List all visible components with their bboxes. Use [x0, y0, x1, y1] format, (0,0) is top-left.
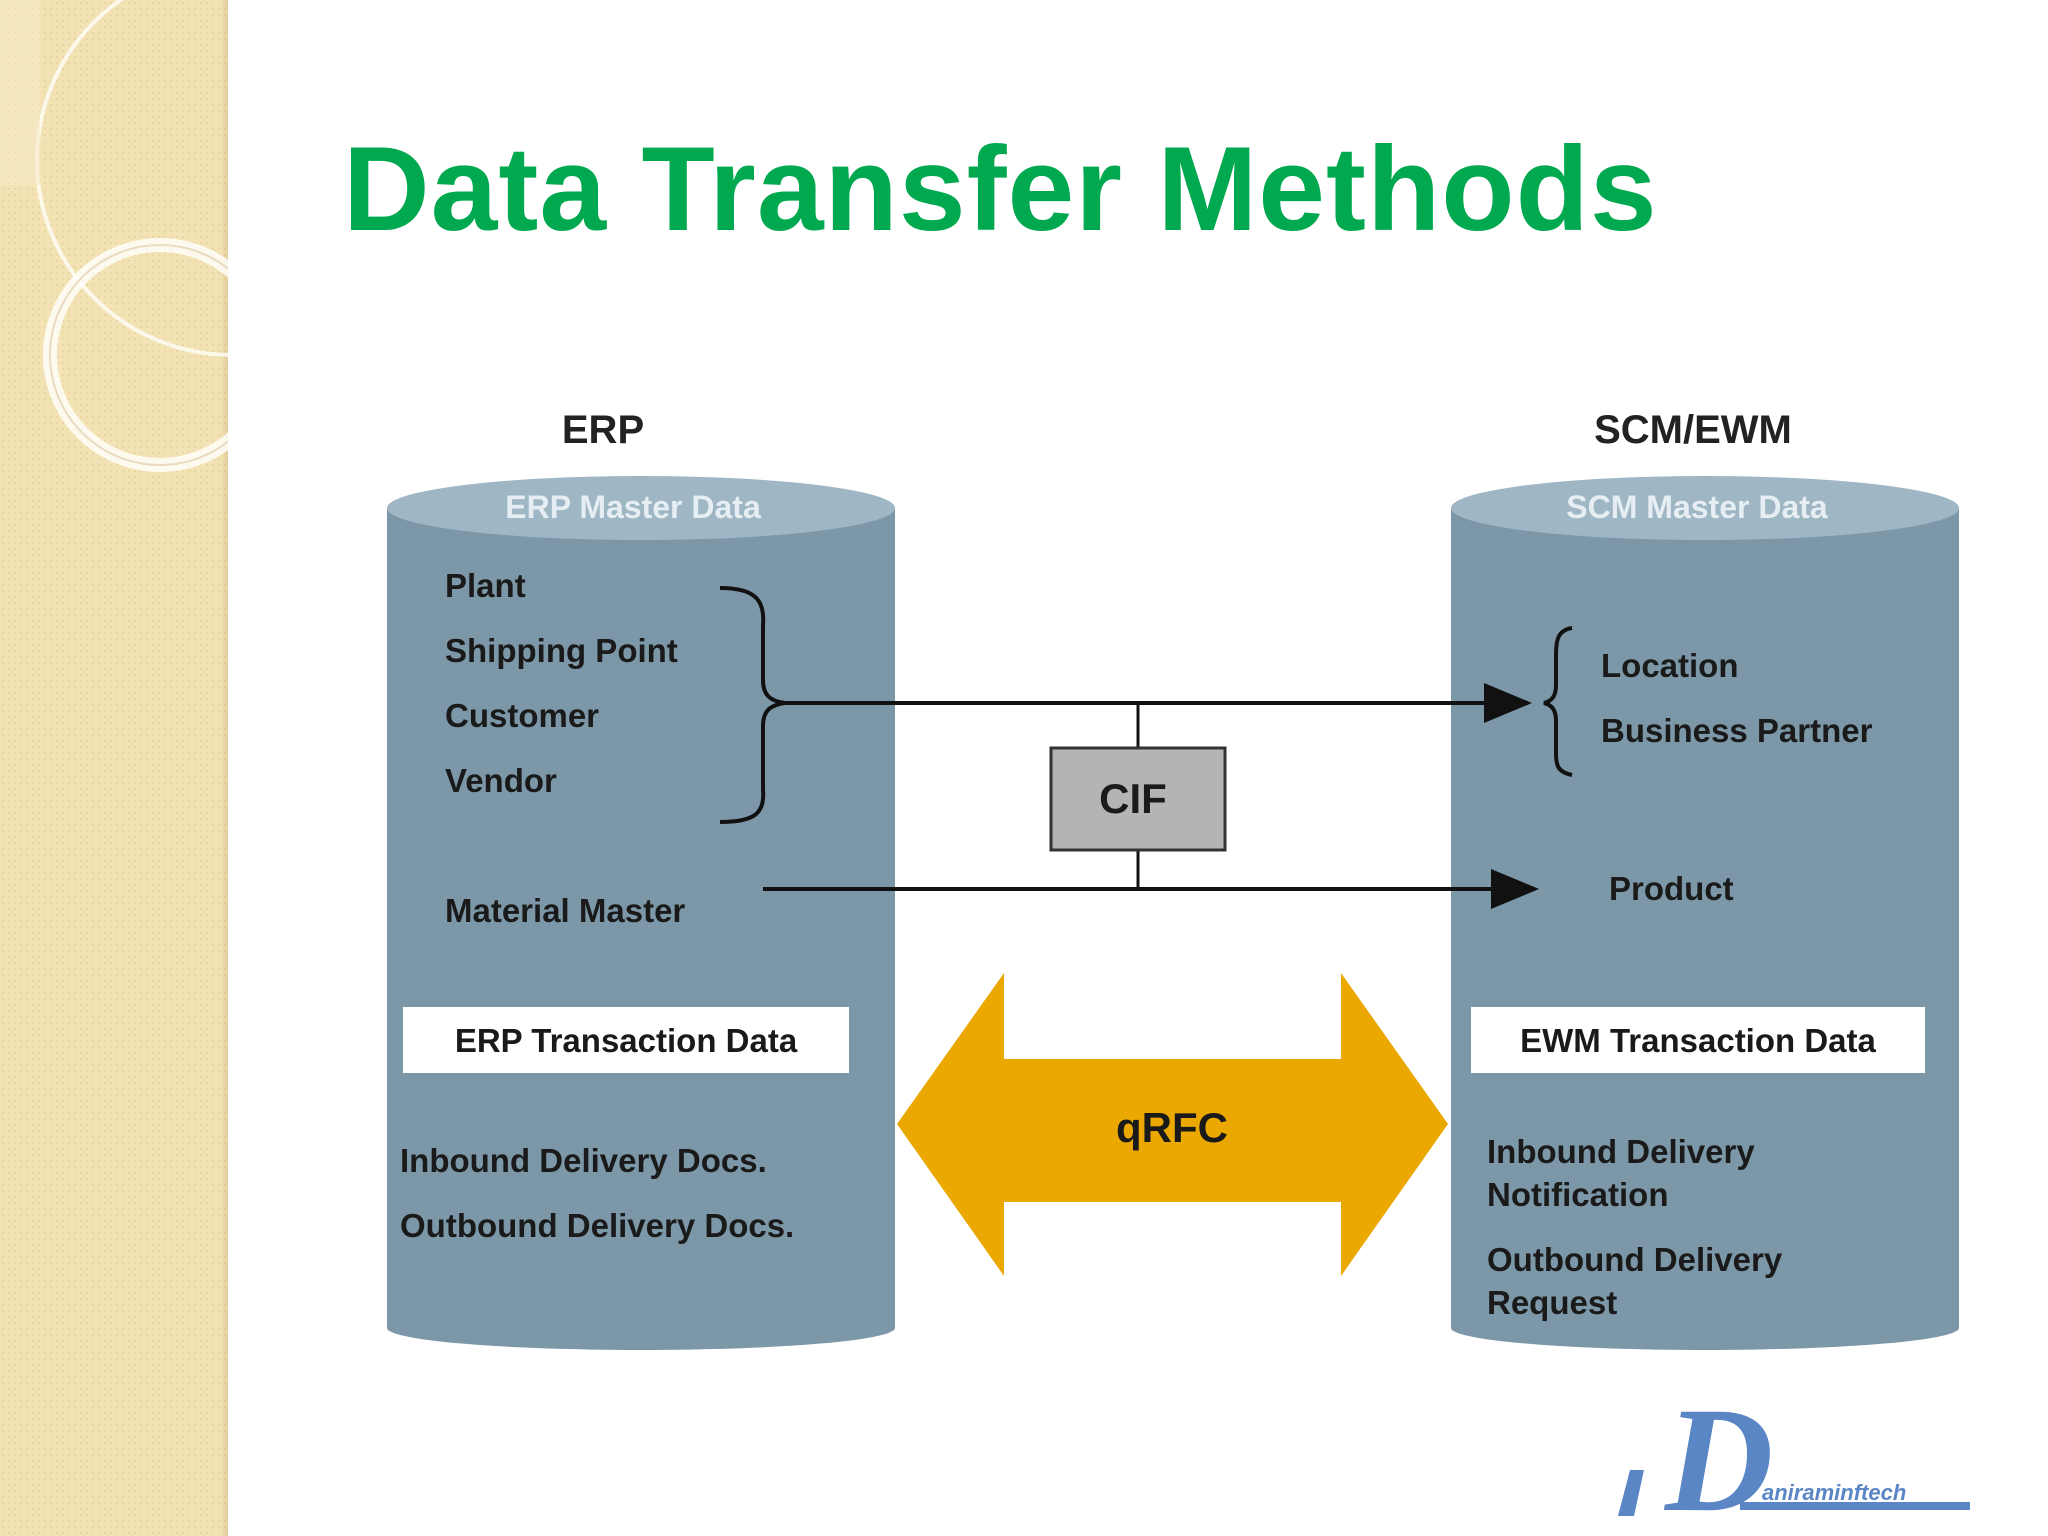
cif-label: CIF — [1099, 775, 1167, 822]
ewm-transaction-box — [1471, 1007, 1925, 1073]
erp-item-vendor: Vendor — [445, 762, 557, 799]
scm-cylinder-top — [1451, 476, 1959, 540]
cif-box — [1049, 746, 1227, 852]
erp-doc-inbound: Inbound Delivery Docs. — [400, 1142, 767, 1179]
erp-item-material-master: Material Master — [445, 892, 685, 929]
ewm-transaction-label: EWM Transaction Data — [1520, 1022, 1876, 1059]
scm-doc-outbound-line1: Outbound Delivery — [1487, 1241, 1783, 1278]
qrfc-double-arrow — [897, 973, 1448, 1276]
erp-heading: ERP — [562, 408, 644, 452]
erp-cylinder — [387, 476, 895, 1350]
logo-letter: D — [1663, 1377, 1773, 1536]
erp-item-shipping-point: Shipping Point — [445, 632, 678, 669]
erp-cylinder-top — [387, 476, 895, 540]
scm-heading: SCM/EWM — [1594, 408, 1792, 452]
scm-cylinder-body — [1451, 508, 1959, 1328]
qrfc-label: qRFC — [1116, 1104, 1228, 1151]
erp-master-data-label: ERP Master Data — [505, 489, 761, 525]
scm-doc-inbound-line1: Inbound Delivery — [1487, 1133, 1755, 1170]
slide-title: Data Transfer Methods — [343, 122, 1658, 256]
scm-item-location: Location — [1601, 647, 1739, 684]
decorative-rings — [0, 0, 228, 472]
erp-transaction-label: ERP Transaction Data — [455, 1022, 798, 1059]
erp-item-plant: Plant — [445, 567, 526, 604]
scm-doc-outbound-line2: Request — [1487, 1284, 1617, 1321]
scm-brace — [1543, 626, 1573, 777]
erp-cylinder-bottom — [387, 1306, 895, 1350]
erp-item-customer: Customer — [445, 697, 599, 734]
company-logo: D aniraminftech — [1618, 1377, 1970, 1536]
scm-master-data-label: SCM Master Data — [1566, 489, 1828, 525]
erp-transaction-box — [403, 1007, 849, 1073]
scm-item-product: Product — [1609, 870, 1734, 907]
logo-text: aniraminftech — [1762, 1480, 1906, 1505]
erp-cylinder-body — [387, 508, 895, 1328]
scm-cylinder — [1451, 476, 1959, 1350]
scm-cylinder-bottom — [1451, 1306, 1959, 1350]
erp-doc-outbound: Outbound Delivery Docs. — [400, 1207, 794, 1244]
scm-item-business-partner: Business Partner — [1601, 712, 1873, 749]
scm-doc-inbound-line2: Notification — [1487, 1176, 1668, 1213]
